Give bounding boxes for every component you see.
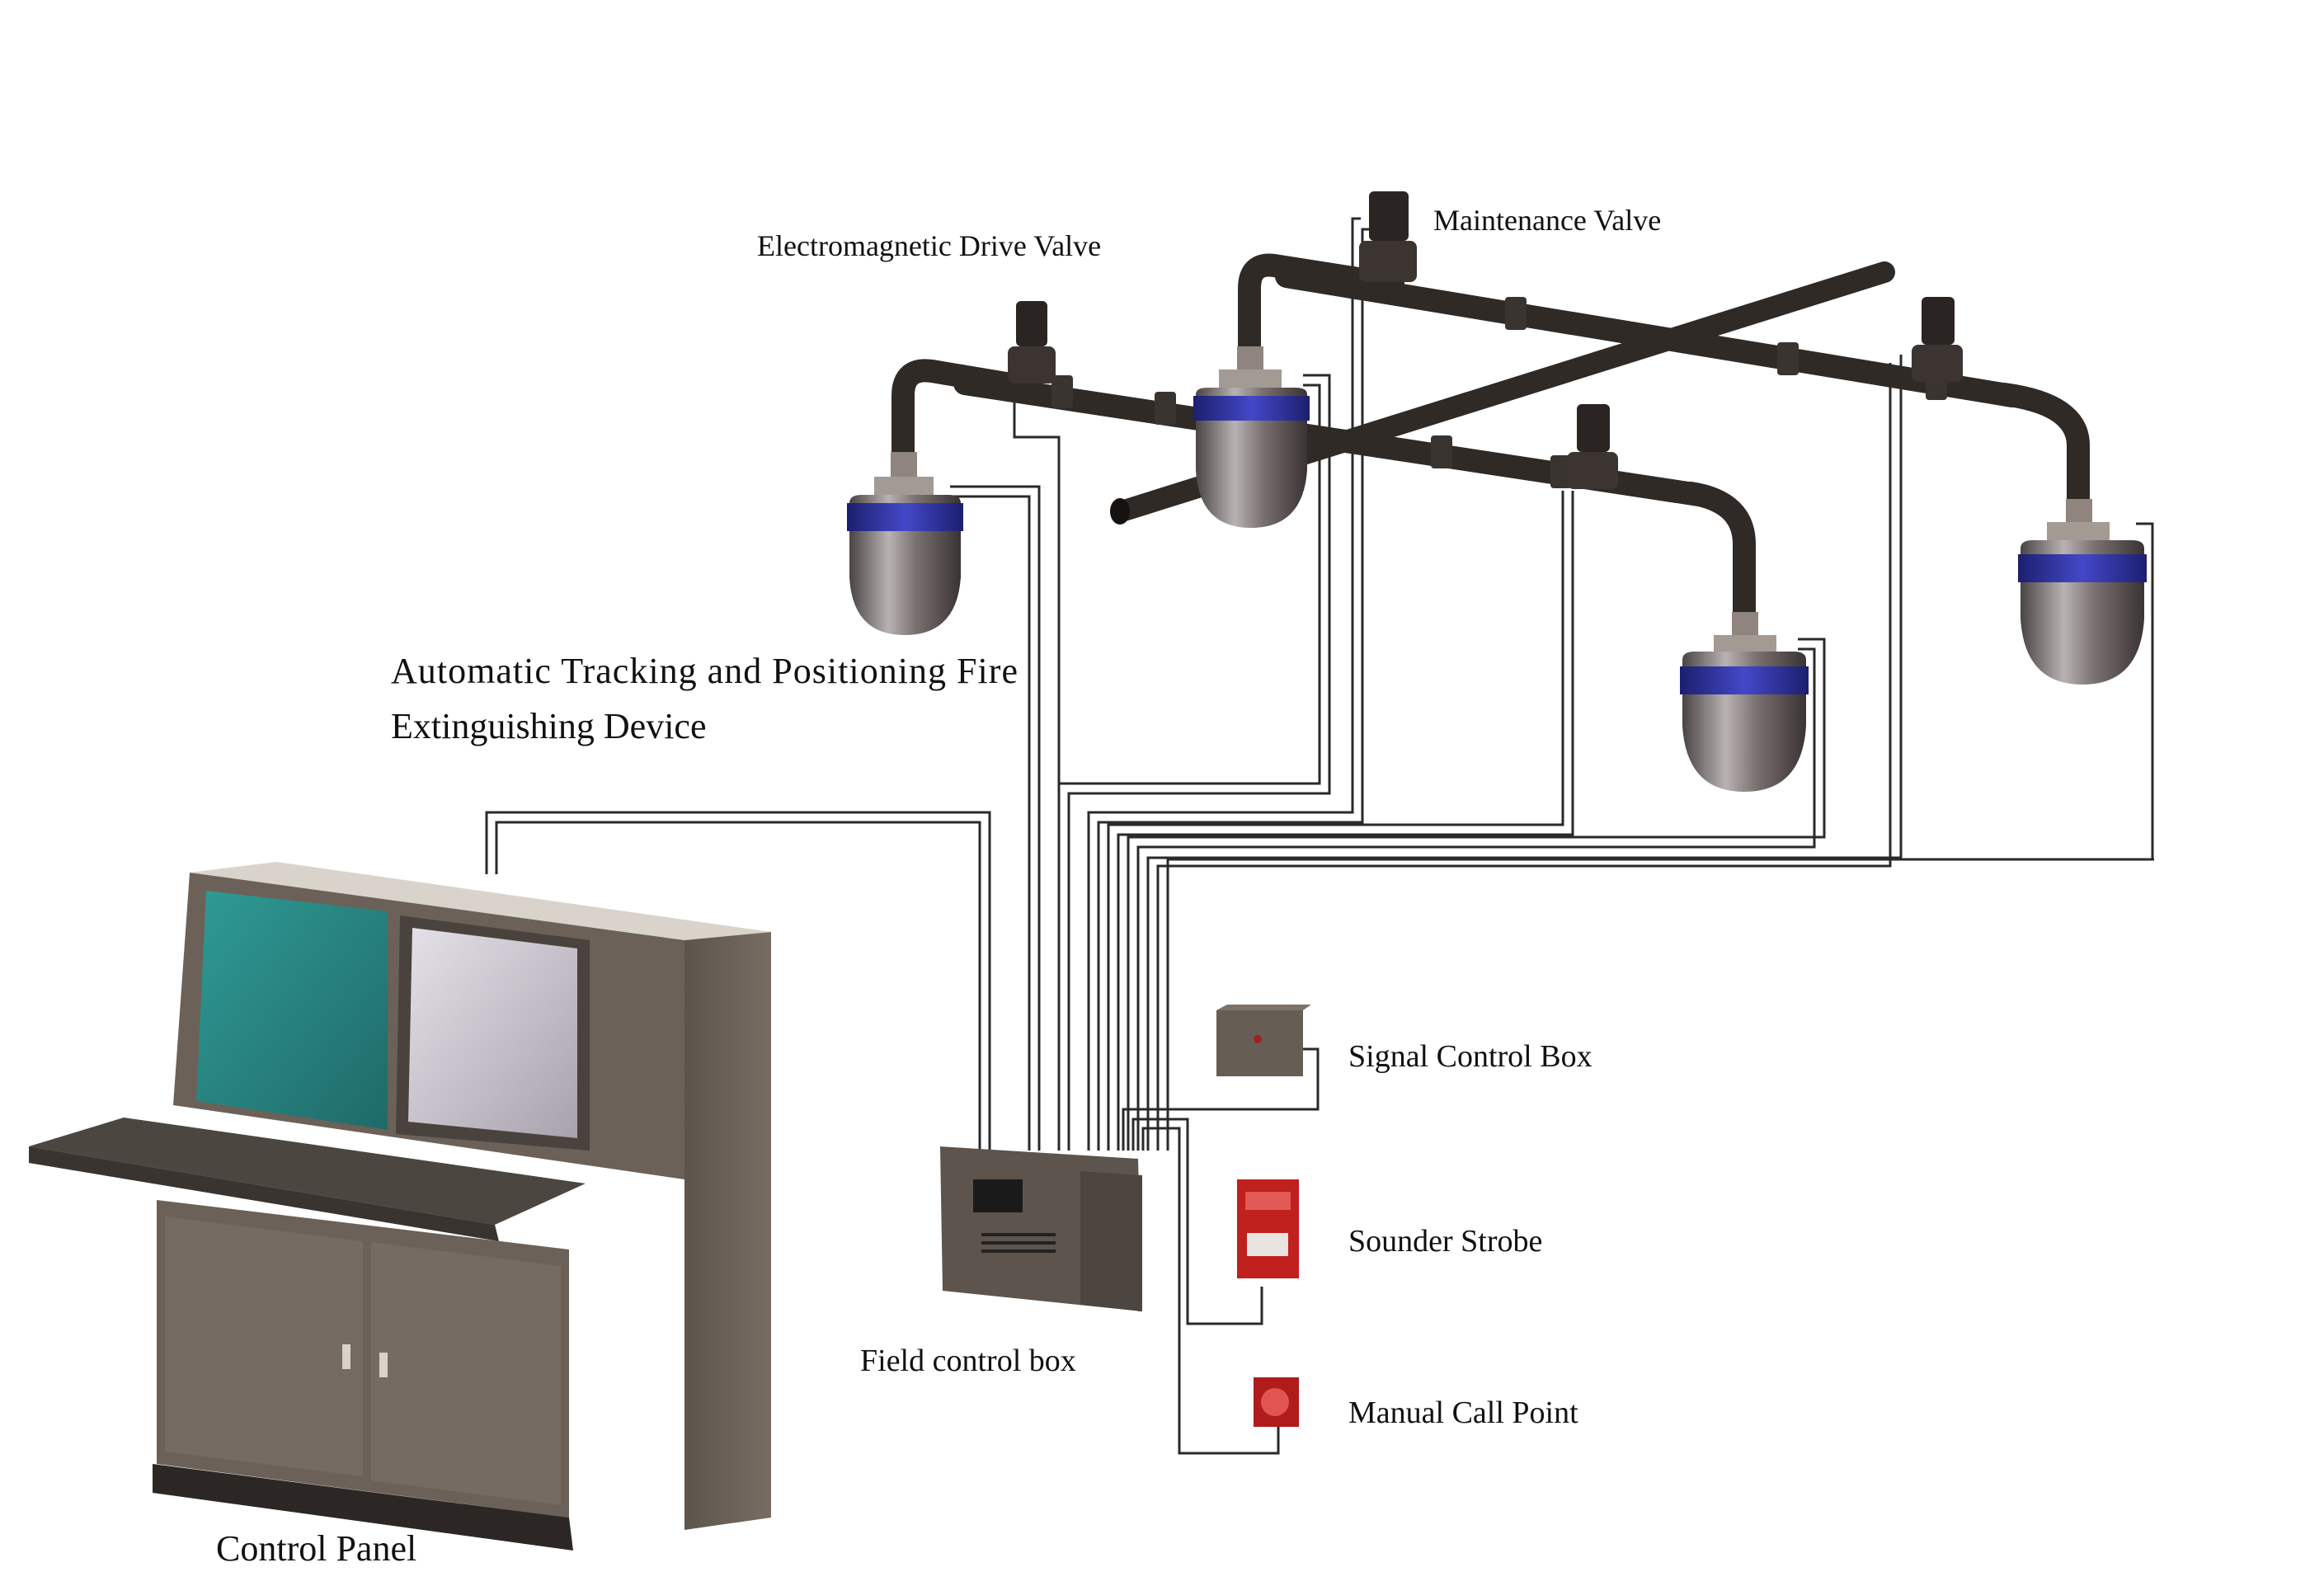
fire-device-4	[2018, 499, 2147, 685]
label-sounder-strobe: Sounder Strobe	[1348, 1224, 1542, 1259]
electromagnetic-valve-1	[1008, 301, 1056, 384]
maintenance-valve	[1359, 191, 1417, 282]
label-manual-call-point: Manual Call Point	[1348, 1395, 1578, 1430]
label-signal-control-box: Signal Control Box	[1348, 1039, 1592, 1074]
field-control-box	[940, 1146, 1142, 1311]
label-fire-device-line2: Extinguishing Device	[391, 706, 707, 746]
signal-control-box	[1216, 1005, 1311, 1076]
label-electromagnetic-drive-valve: Electromagnetic Drive Valve	[757, 229, 1101, 262]
manual-call-point	[1254, 1377, 1299, 1427]
fire-device-2	[1193, 346, 1310, 528]
electromagnetic-valve-3	[1567, 404, 1618, 489]
electromagnetic-valve-4	[1912, 297, 1963, 382]
label-field-control-box: Field control box	[860, 1344, 1076, 1378]
label-maintenance-valve: Maintenance Valve	[1433, 204, 1661, 237]
fire-device-1	[847, 452, 963, 635]
fire-device-3	[1680, 612, 1809, 792]
signal-wiring	[485, 217, 2154, 1455]
sounder-strobe	[1237, 1179, 1299, 1278]
control-panel	[29, 862, 771, 1551]
label-control-panel: Control Panel	[216, 1528, 416, 1569]
label-fire-device-line1: Automatic Tracking and Positioning Fire	[391, 651, 1018, 691]
